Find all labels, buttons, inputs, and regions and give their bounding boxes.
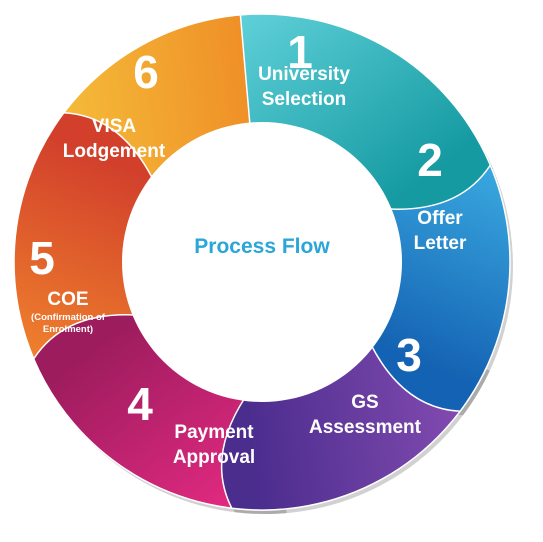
step-label-1-line-2: Selection [262, 89, 346, 110]
step-number-4: 4 [127, 378, 153, 430]
step-label-3-line-1: GS [351, 392, 378, 413]
step-label-4-line-2: Approval [173, 447, 255, 468]
step-label-1-line-1: University [258, 64, 350, 85]
step-number-1: 1 [287, 26, 313, 78]
center-title: Process Flow [194, 235, 330, 258]
step-label-6-line-2: Lodgement [63, 141, 166, 162]
step-number-5: 5 [29, 232, 55, 284]
center-disc [122, 122, 402, 402]
step-number-6: 6 [133, 46, 159, 98]
step-label-2-line-2: Letter [414, 233, 467, 254]
step-label-6-line-1: VISA [92, 116, 137, 137]
step-label-4-line-1: Payment [174, 422, 254, 443]
segments [13, 13, 511, 511]
step-sublabel-5-line-2: Enrolment) [43, 324, 93, 335]
step-number-2: 2 [417, 134, 443, 186]
step-label-2-line-1: Offer [417, 208, 463, 229]
step-number-3: 3 [396, 329, 422, 381]
step-sublabel-5-line-1: (Confirmation of [31, 312, 106, 323]
step-label-3-line-2: Assessment [309, 417, 422, 438]
step-label-5-line-1: COE [47, 289, 88, 310]
